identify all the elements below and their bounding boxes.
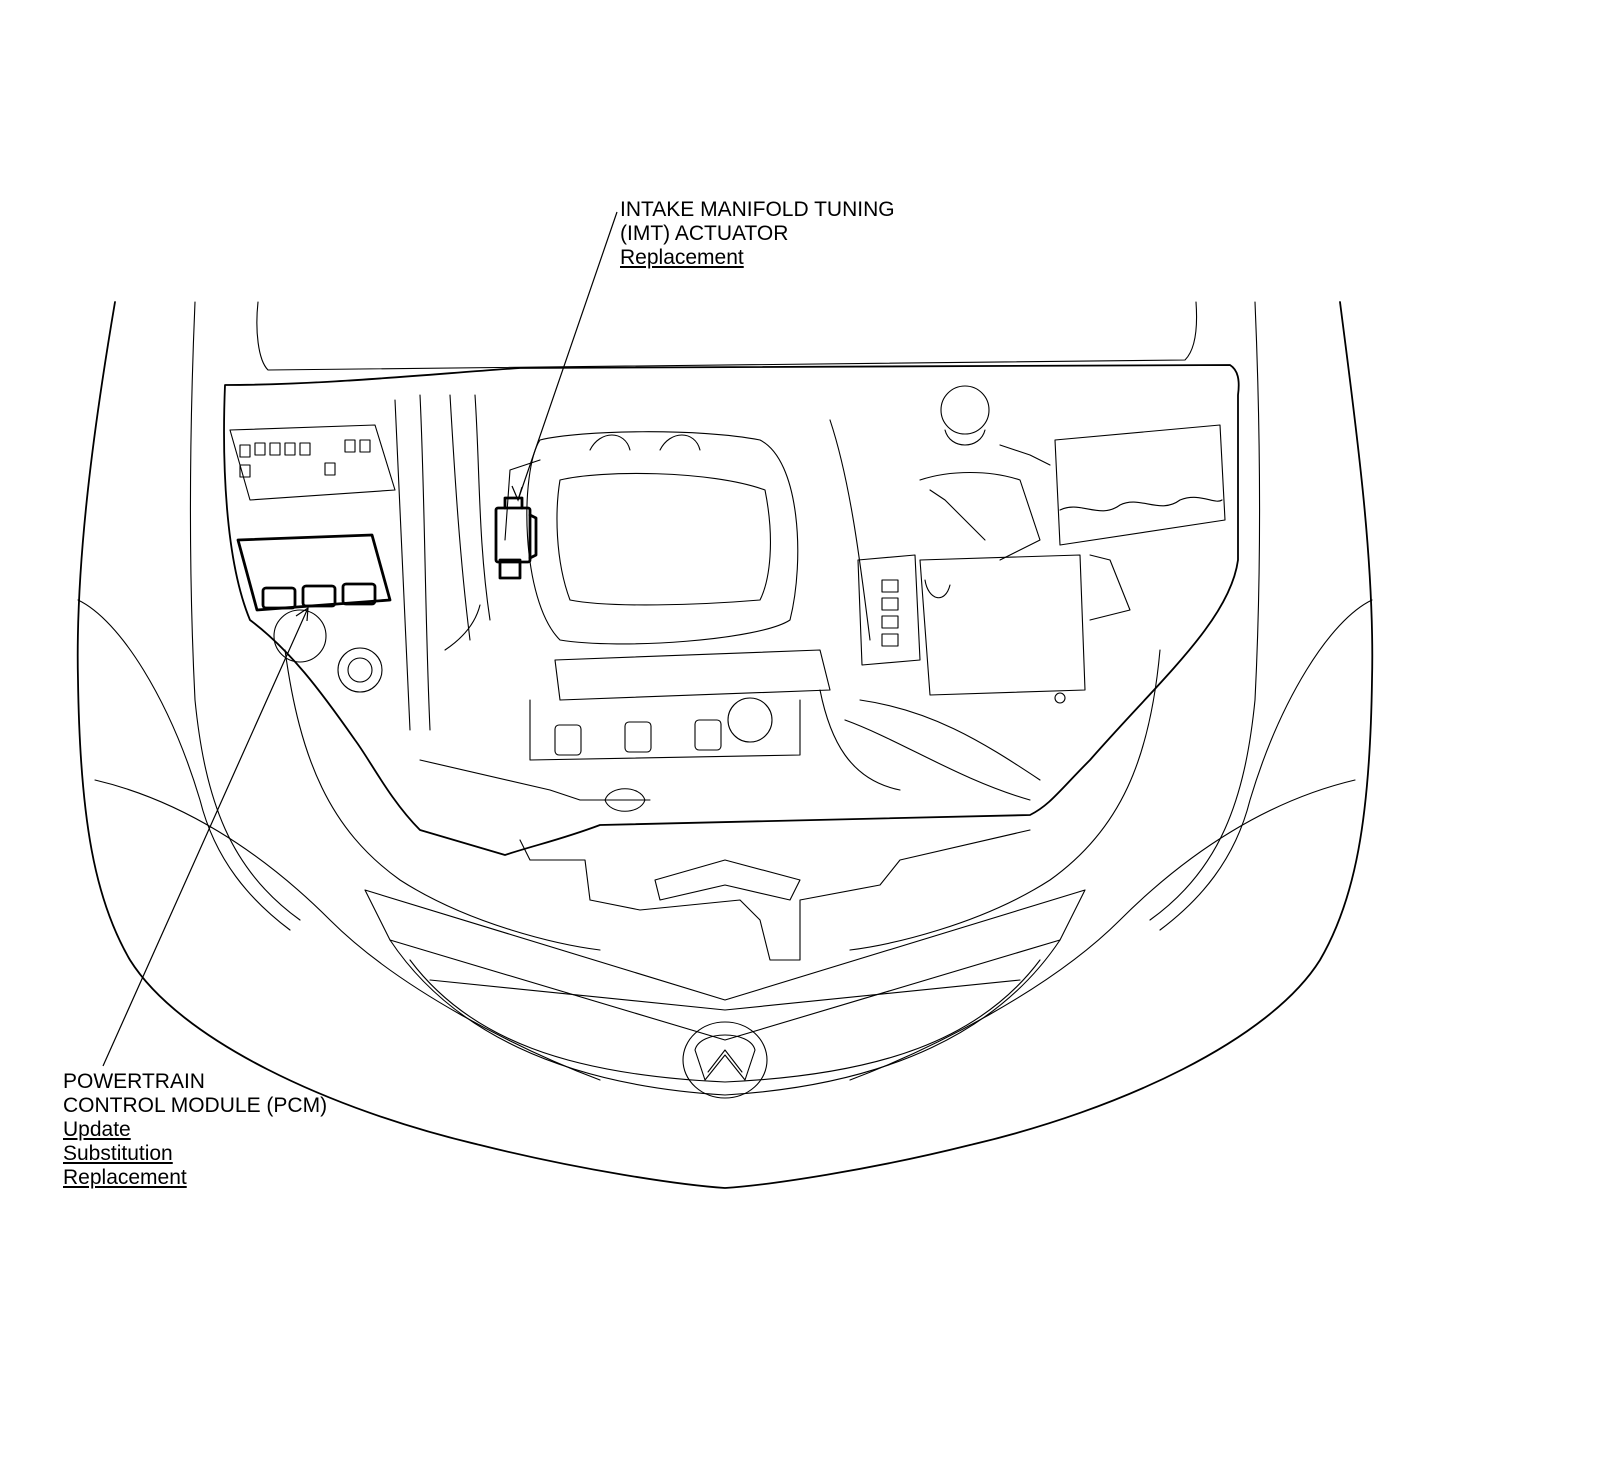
air-cleaner-box (919, 424, 1226, 561)
pcm-replacement-link[interactable]: Replacement (63, 1166, 187, 1189)
lower-panel (519, 829, 1031, 961)
engine-hoses-right (819, 419, 1041, 801)
front-grille (364, 889, 1086, 1096)
pcm-title-line1: POWERTRAIN (63, 1070, 205, 1093)
imt-title-line2: (IMT) ACTUATOR (620, 222, 789, 245)
battery (919, 554, 1131, 704)
acura-emblem-icon (682, 1021, 768, 1099)
imt-title-line1: INTAKE MANIFOLD TUNING (620, 198, 895, 221)
car-body-outline (76, 301, 1374, 1189)
imt-replacement-link[interactable]: Replacement (620, 246, 744, 269)
imt-actuator (494, 496, 538, 580)
left-components (337, 394, 491, 731)
engine-bay-outline (223, 364, 1240, 856)
pcm-module (236, 533, 392, 663)
imt-actuator-callout: INTAKE MANIFOLD TUNING (IMT) ACTUATOR Re… (620, 198, 895, 270)
pcm-callout: POWERTRAIN CONTROL MODULE (PCM) Update S… (63, 1070, 327, 1190)
pcm-update-link[interactable]: Update (63, 1118, 131, 1141)
pcm-title-line2: CONTROL MODULE (PCM) (63, 1094, 328, 1117)
relay-box (857, 554, 951, 666)
leader-lines (102, 211, 618, 1067)
pcm-substitution-link[interactable]: Substitution (63, 1142, 173, 1165)
intake-plenum (504, 431, 831, 701)
fuse-box (229, 424, 396, 501)
brake-reservoir (940, 385, 1051, 466)
ignition-coils (419, 697, 801, 812)
